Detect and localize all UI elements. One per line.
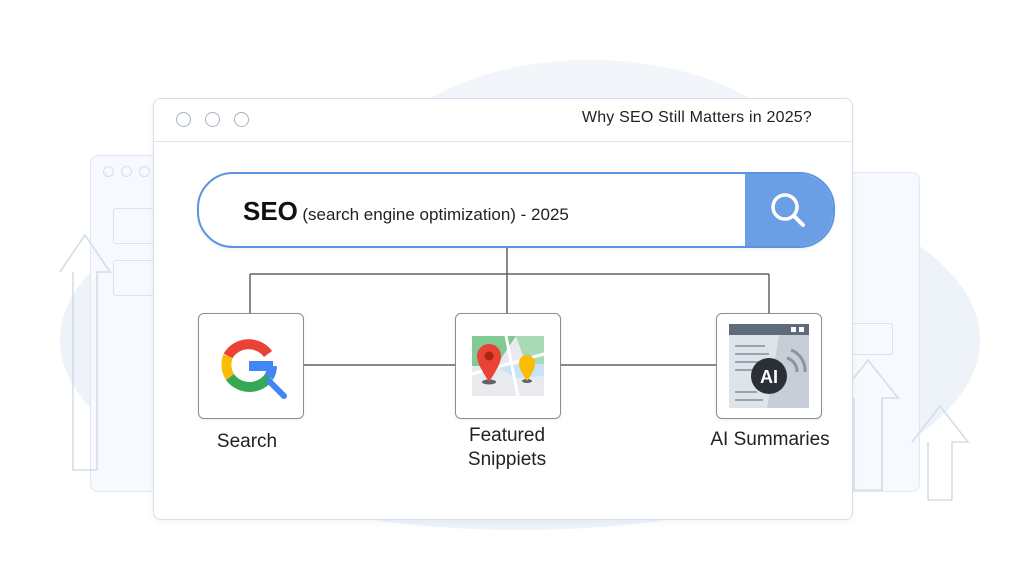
search-query-rest: (search engine optimization) - 2025 xyxy=(302,205,569,224)
node-label-featured-snippets: Featured Snippiets xyxy=(448,424,566,472)
search-icon xyxy=(771,193,805,227)
arrow-up-icon xyxy=(59,233,112,471)
window-dot xyxy=(139,166,150,177)
search-query: SEO (search engine optimization) - 2025 xyxy=(243,196,569,227)
node-ai-summaries: AI xyxy=(716,313,822,419)
map-pin-icon xyxy=(471,335,545,397)
browser-window: Why SEO Still Matters in 2025? xyxy=(153,98,853,520)
node-label-line: Snippiets xyxy=(467,449,547,470)
window-dot xyxy=(121,166,132,177)
ai-document-icon: AI xyxy=(729,324,809,408)
window-control-dot[interactable] xyxy=(176,112,191,127)
node-label-line: Featured xyxy=(468,425,546,446)
search-button[interactable] xyxy=(745,174,833,246)
google-g-icon xyxy=(221,339,287,399)
ai-badge-text: AI xyxy=(760,367,778,387)
search-bar[interactable]: SEO (search engine optimization) - 2025 xyxy=(197,172,835,248)
window-dot xyxy=(103,166,114,177)
arrow-up-icon xyxy=(911,404,970,501)
node-search xyxy=(198,313,304,419)
window-control-dot[interactable] xyxy=(205,112,220,127)
window-control-dot[interactable] xyxy=(234,112,249,127)
node-label-ai-summaries: AI Summaries xyxy=(710,429,830,450)
node-featured-snippets xyxy=(455,313,561,419)
arrow-up-icon xyxy=(837,358,900,491)
search-keyword: SEO xyxy=(243,196,298,226)
node-label-search: Search xyxy=(216,431,278,452)
window-title: Why SEO Still Matters in 2025? xyxy=(581,109,812,126)
title-bar: Why SEO Still Matters in 2025? xyxy=(154,99,852,142)
